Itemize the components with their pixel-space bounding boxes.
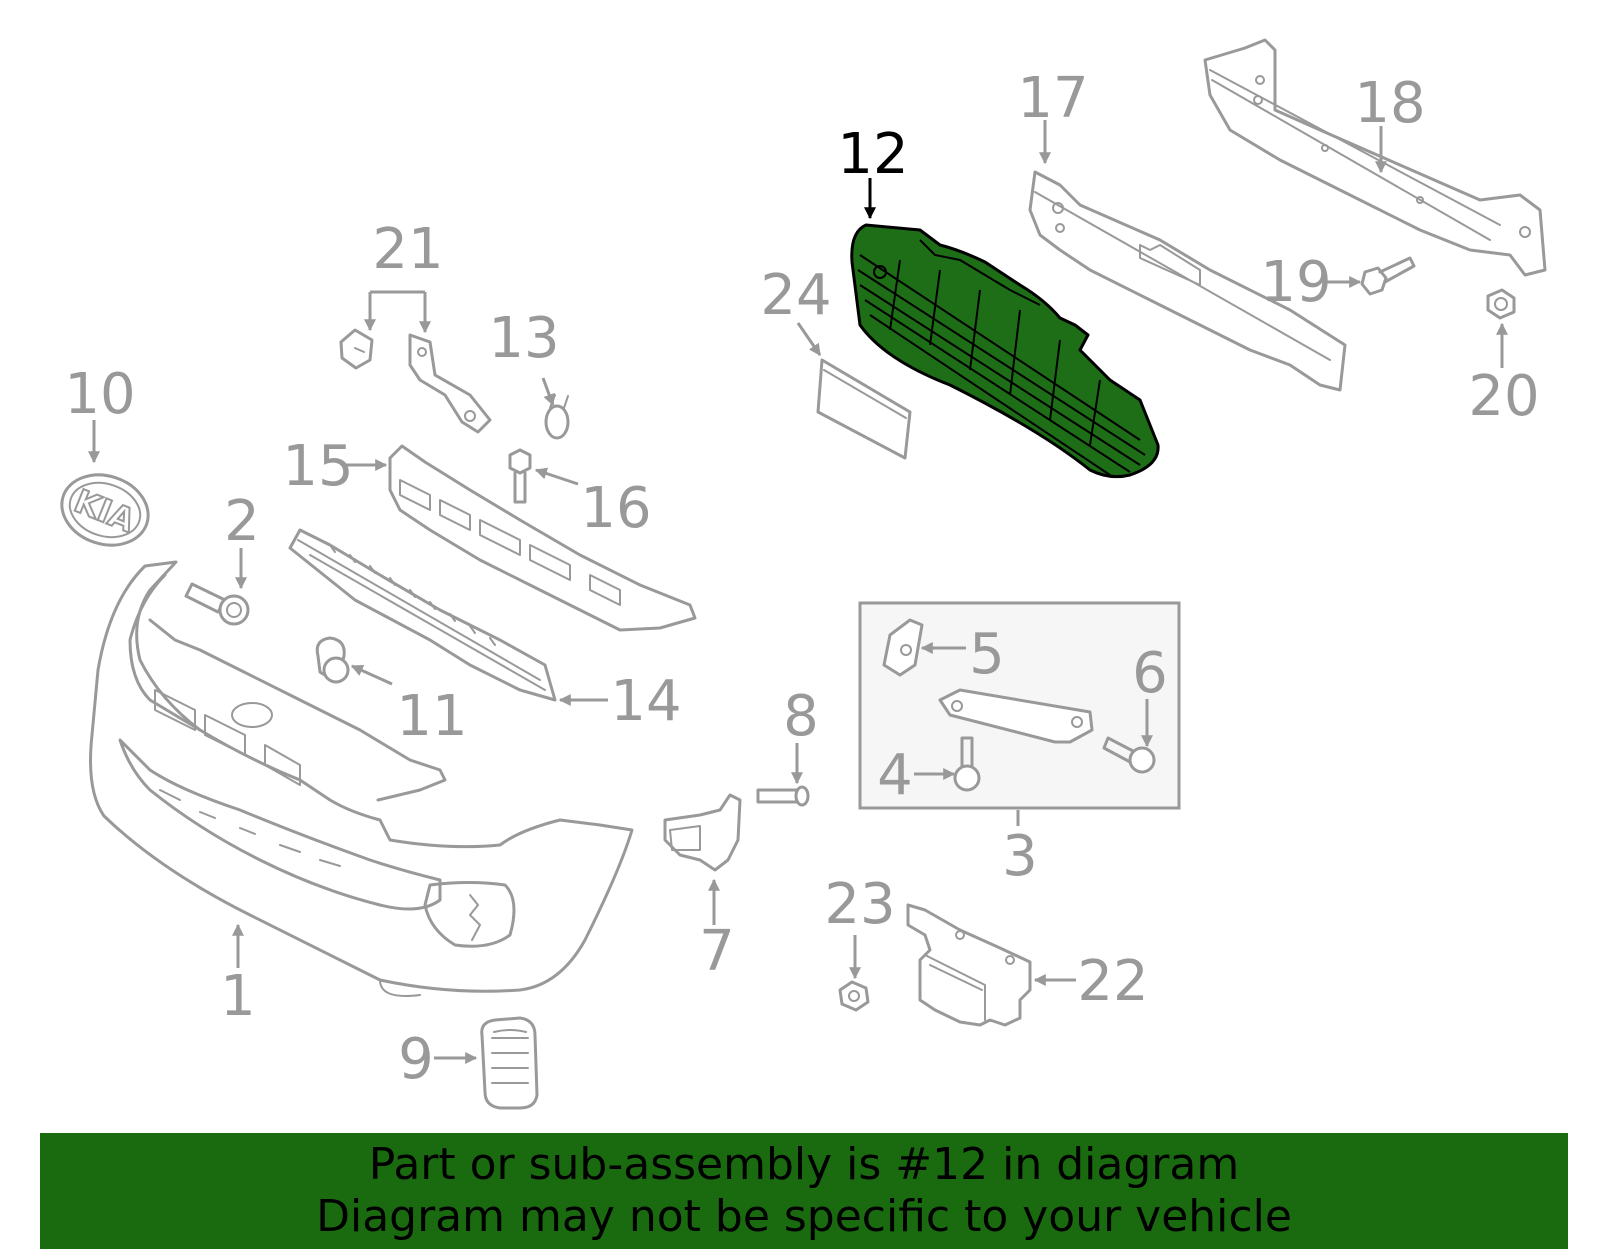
nut-part-20[interactable]	[1486, 288, 1516, 320]
banner-line-2: Diagram may not be specific to your vehi…	[316, 1191, 1292, 1242]
nut-part-23[interactable]	[838, 980, 870, 1012]
callout-4: 4	[877, 743, 913, 808]
callout-12: 12	[837, 122, 908, 187]
grille-strip-part-14[interactable]	[288, 528, 557, 702]
callout-20: 20	[1468, 364, 1539, 429]
callout-2: 2	[224, 489, 260, 554]
clip-part-11[interactable]	[315, 636, 350, 684]
callout-17: 17	[1017, 66, 1088, 131]
emblem-logo-text: KIA	[69, 482, 140, 540]
bolt-part-19[interactable]	[1360, 256, 1416, 296]
bolt-part-16[interactable]	[508, 448, 532, 504]
reinforcement-beam-part-18[interactable]	[1203, 38, 1547, 277]
callout-8: 8	[783, 684, 819, 749]
callout-9: 9	[398, 1027, 434, 1092]
callout-13: 13	[488, 306, 559, 371]
banner-line-1: Part or sub-assembly is #12 in diagram	[368, 1139, 1240, 1190]
bumper-cover-part-1[interactable]	[89, 560, 634, 997]
info-banner: Part or sub-assembly is #12 in diagram D…	[40, 1133, 1568, 1249]
kia-emblem-part-10[interactable]: KIA	[53, 464, 158, 556]
callout-10: 10	[64, 362, 135, 427]
pin-part-8[interactable]	[756, 785, 810, 807]
callout-18: 18	[1354, 71, 1425, 136]
clip-part-5	[882, 618, 924, 677]
callout-23: 23	[824, 872, 895, 937]
sensor-module-part-22[interactable]	[906, 903, 1032, 1027]
ring-clip-part-13[interactable]	[544, 394, 570, 440]
callout-5: 5	[969, 622, 1005, 687]
bracket-part-7[interactable]	[663, 793, 742, 872]
callout-22: 22	[1077, 949, 1148, 1014]
bracket-part-15[interactable]	[388, 444, 697, 632]
callout-19: 19	[1260, 250, 1331, 315]
vent-part-9[interactable]	[480, 1016, 539, 1110]
callout-15: 15	[282, 434, 353, 499]
callout-1: 1	[220, 964, 256, 1029]
callout-11: 11	[396, 684, 467, 749]
callout-7: 7	[699, 919, 735, 984]
callout-21: 21	[372, 217, 443, 282]
bracket-kit-part-3[interactable]	[858, 601, 1181, 810]
callout-24: 24	[760, 263, 831, 328]
screw-part-2[interactable]	[184, 582, 250, 626]
bracket-in-kit	[938, 688, 1094, 744]
callout-6: 6	[1132, 641, 1168, 706]
callout-14: 14	[610, 669, 681, 734]
callout-3: 3	[1002, 824, 1038, 889]
brackets-part-21[interactable]	[339, 328, 492, 434]
plate-part-24[interactable]	[816, 358, 912, 460]
front-grille-part-12[interactable]	[850, 223, 1160, 479]
absorber-part-17[interactable]	[1028, 170, 1347, 392]
callout-16: 16	[580, 476, 651, 541]
